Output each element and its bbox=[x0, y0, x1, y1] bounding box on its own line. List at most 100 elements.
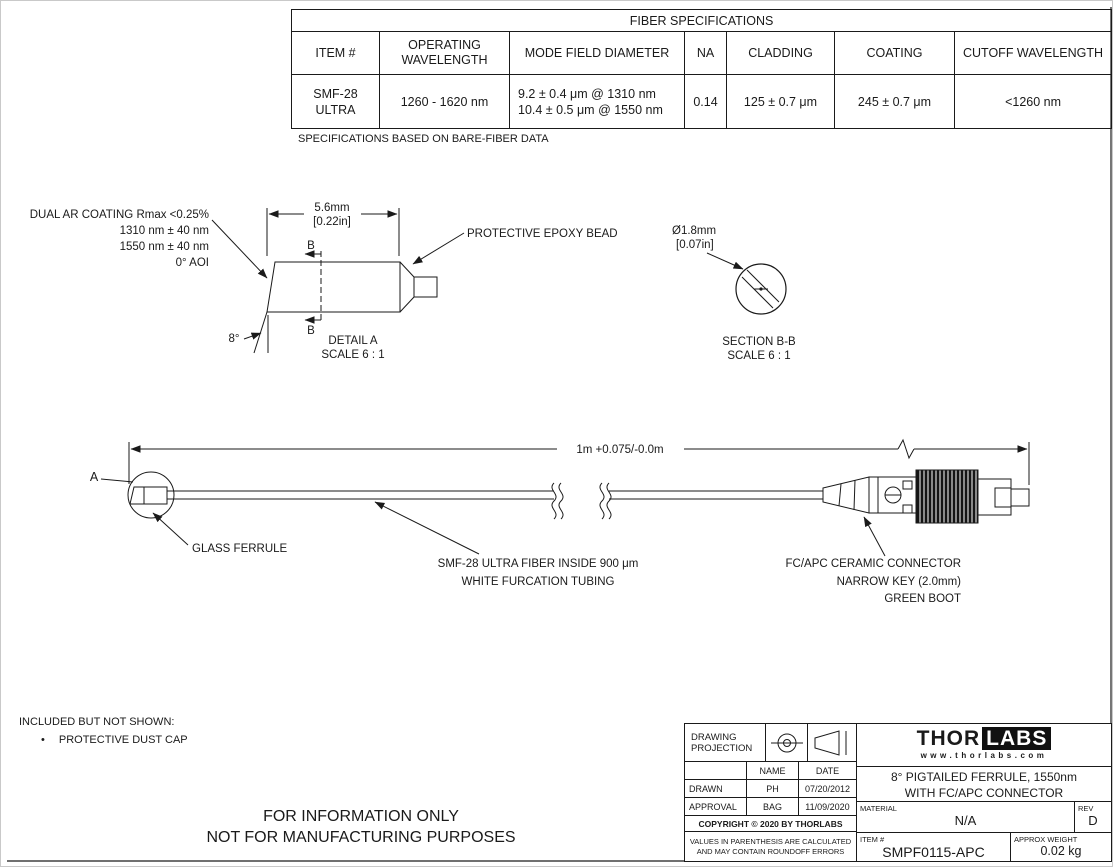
drawn-date: 07/20/2012 bbox=[804, 783, 851, 794]
detail-a-marker: A bbox=[90, 470, 99, 484]
drawn-name: PH bbox=[747, 780, 799, 797]
connector-label-line3: GREEN BOOT bbox=[884, 593, 961, 605]
blank-cell bbox=[685, 762, 747, 779]
mfd-line1: 9.2 ± 0.4 μm @ 1310 nm bbox=[518, 86, 656, 101]
values-note-line1: VALUES IN PARENTHESIS ARE CALCULATED bbox=[689, 836, 852, 846]
epoxy-bead-label: PROTECTIVE EPOXY BEAD bbox=[467, 228, 618, 240]
projection-label-line1: DRAWING bbox=[691, 731, 737, 743]
col-header-cladding: CLADDING bbox=[726, 31, 835, 75]
dim-5-6mm-label: 5.6mm bbox=[314, 202, 349, 214]
included-heading: INCLUDED BUT NOT SHOWN: bbox=[19, 716, 175, 728]
section-marker-b-top: B bbox=[307, 240, 315, 252]
drawing-title-line1: 8° PIGTAILED FERRULE, 1550nm bbox=[891, 769, 1077, 784]
detail-a-callout-circle bbox=[127, 471, 175, 519]
title-block: DRAWING PROJECTION bbox=[684, 723, 1112, 862]
cell-operating-wavelength: 1260 - 1620 nm bbox=[379, 74, 510, 129]
ferrule-stub bbox=[413, 276, 438, 298]
dim-0-22in-label: [0.22in] bbox=[313, 216, 351, 228]
detail-a-scale: SCALE 6 : 1 bbox=[321, 349, 384, 361]
ar-coating-note-line4: 0° AOI bbox=[176, 257, 209, 269]
website-text: www.thorlabs.com bbox=[920, 751, 1048, 760]
dimension-5-6mm bbox=[266, 208, 400, 256]
item-number-label: ITEM # bbox=[860, 835, 885, 845]
diameter-inch-label: [0.07in] bbox=[676, 239, 714, 251]
fc-apc-connector bbox=[822, 469, 1030, 524]
item-number-line1: SMF-28 bbox=[313, 86, 358, 101]
length-dimension-label: 1m +0.075/-0.0m bbox=[576, 444, 663, 456]
fiber-label-line2: WHITE FURCATION TUBING bbox=[462, 576, 615, 588]
section-bb-scale: SCALE 6 : 1 bbox=[727, 350, 790, 362]
cell-item-number: SMF-28 ULTRA bbox=[291, 74, 380, 129]
diameter-label: Ø1.8mm bbox=[672, 225, 716, 237]
connector-knurled-nut bbox=[915, 469, 979, 524]
included-item-label: PROTECTIVE DUST CAP bbox=[58, 734, 188, 746]
fiber-label-line1: SMF-28 ULTRA FIBER INSIDE 900 μm bbox=[438, 558, 639, 570]
included-item: • PROTECTIVE DUST CAP bbox=[19, 731, 188, 749]
item-number-value: SMPF0115-APC bbox=[882, 844, 985, 861]
fiber-specifications-table: FIBER SPECIFICATIONS ITEM # OPERATING WA… bbox=[290, 9, 1112, 129]
detail-a-drawing: DUAL AR COATING Rmax <0.25% 1310 nm ± 40… bbox=[30, 202, 618, 361]
copyright-text: COPYRIGHT © 2020 BY THORLABS bbox=[685, 816, 856, 832]
projection-label-line2: PROJECTION bbox=[691, 742, 753, 754]
approval-date: 11/09/2020 bbox=[805, 801, 850, 812]
projection-circle-icon bbox=[765, 724, 807, 761]
assembly-ferrule bbox=[129, 486, 168, 505]
info-line1: FOR INFORMATION ONLY bbox=[263, 808, 459, 825]
rev-label: REV bbox=[1078, 803, 1094, 813]
values-note-line2: AND MAY CONTAIN ROUNDOFF ERRORS bbox=[696, 846, 845, 856]
drawing-title-line2: WITH FC/APC CONNECTOR bbox=[904, 785, 1064, 800]
section-bb-caption: SECTION B-B bbox=[722, 336, 796, 348]
dimension-1m bbox=[128, 438, 1030, 485]
cell-mode-field-diameter: 9.2 ± 0.4 μm @ 1310 nm 10.4 ± 0.5 μm @ 1… bbox=[509, 74, 685, 129]
information-only-note: FOR INFORMATION ONLY NOT FOR MANUFACTURI… bbox=[101, 806, 621, 848]
name-column-header: NAME bbox=[747, 762, 799, 779]
projection-cone-icon bbox=[807, 724, 856, 761]
fiber-lines bbox=[167, 482, 823, 520]
connector-label-line2: NARROW KEY (2.0mm) bbox=[837, 576, 962, 588]
mfd-line2: 10.4 ± 0.5 μm @ 1550 nm bbox=[518, 102, 663, 117]
approval-name: BAG bbox=[747, 798, 799, 815]
connector-boot bbox=[822, 476, 870, 514]
connector-label-line1: FC/APC CERAMIC CONNECTOR bbox=[786, 558, 962, 570]
cell-cladding: 125 ± 0.7 μm bbox=[726, 74, 835, 129]
item-number-line2: ULTRA bbox=[315, 102, 356, 117]
glass-ferrule-label: GLASS FERRULE bbox=[192, 543, 288, 555]
ar-coating-note-line3: 1550 nm ± 40 nm bbox=[120, 241, 209, 253]
info-line2: NOT FOR MANUFACTURING PURPOSES bbox=[206, 829, 516, 846]
included-note: INCLUDED BUT NOT SHOWN: • PROTECTIVE DUST… bbox=[19, 713, 188, 749]
date-column-header: DATE bbox=[815, 765, 840, 776]
weight-value: 0.02 kg bbox=[1040, 844, 1082, 859]
connector-ferrule-tip bbox=[1010, 488, 1030, 507]
weight-cell: APPROX WEIGHT 0.02 kg bbox=[1011, 833, 1111, 861]
cell-coating: 245 ± 0.7 μm bbox=[834, 74, 955, 129]
values-note: VALUES IN PARENTHESIS ARE CALCULATED AND… bbox=[685, 832, 856, 861]
logo-labs-text: LABS bbox=[982, 727, 1052, 750]
table-row: SMF-28 ULTRA 1260 - 1620 nm 9.2 ± 0.4 μm… bbox=[291, 74, 1112, 129]
assembly-drawing: 1m +0.075/-0.0m A GLASS FERRULE SMF-28 U… bbox=[90, 438, 1030, 605]
col-header-na: NA bbox=[684, 31, 727, 75]
angle-8deg-lines bbox=[243, 311, 269, 354]
angle-8deg-label: 8° bbox=[229, 333, 240, 345]
weight-label: APPROX WEIGHT bbox=[1014, 835, 1078, 845]
detail-a-caption: DETAIL A bbox=[328, 335, 378, 347]
bullet-icon: • bbox=[41, 734, 45, 746]
material-label: MATERIAL bbox=[860, 803, 897, 813]
ar-coating-note-line2: 1310 nm ± 40 nm bbox=[120, 225, 209, 237]
spec-table-note: SPECIFICATIONS BASED ON BARE-FIBER DATA bbox=[298, 133, 549, 145]
approval-label: APPROVAL bbox=[685, 798, 747, 815]
col-header-coating: COATING bbox=[834, 31, 955, 75]
drawing-projection-label: DRAWING PROJECTION bbox=[685, 732, 765, 754]
col-header-cutoff-wavelength: CUTOFF WAVELENGTH bbox=[953, 31, 1112, 75]
material-cell: MATERIAL N/A bbox=[857, 801, 1075, 833]
cell-cutoff-wavelength: <1260 nm bbox=[953, 74, 1112, 129]
section-marker-b-bottom: B bbox=[307, 325, 315, 337]
rev-value: D bbox=[1088, 812, 1098, 828]
material-value: N/A bbox=[954, 812, 977, 828]
drawn-label: DRAWN bbox=[685, 780, 747, 797]
ar-coating-note-line1: DUAL AR COATING Rmax <0.25% bbox=[30, 209, 209, 221]
drawing-title: 8° PIGTAILED FERRULE, 1550nm WITH FC/APC… bbox=[857, 767, 1111, 802]
ferrule-outline bbox=[266, 261, 401, 313]
